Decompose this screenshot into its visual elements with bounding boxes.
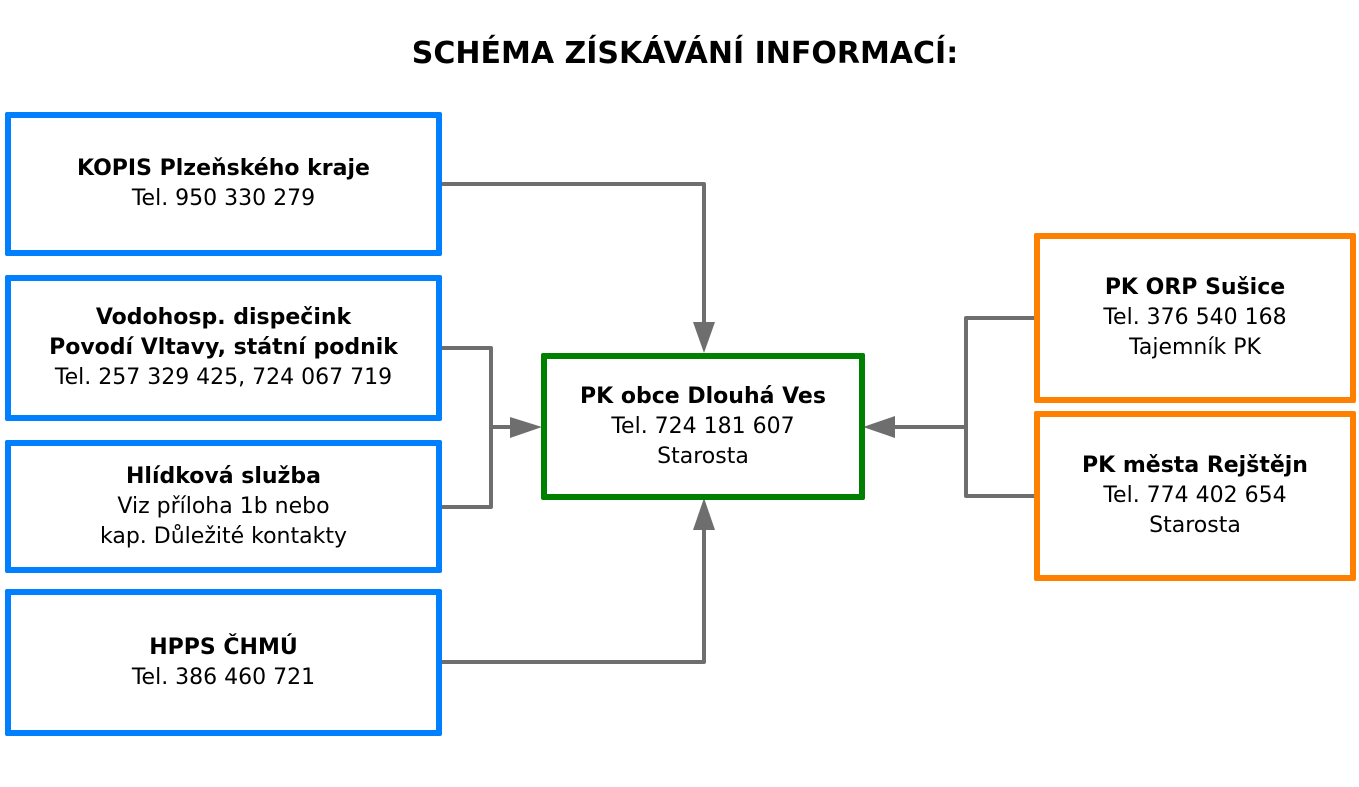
source-phone: Tel. 257 329 425, 724 067 719 [54,365,393,390]
center-role: Starosta [657,443,749,469]
arrowhead-down-icon [693,322,715,353]
diagram-title: SCHÉMA ZÍSKÁVÁNÍ INFORMACÍ: [411,36,959,71]
peer-name: PK ORP Sušice [1104,275,1286,300]
peer-box-orp-susice: PK ORP Sušice Tel. 376 540 168 Tajemník … [1034,233,1356,403]
source-name: KOPIS Plzeňského kraje [77,156,370,181]
source-name: HPPS ČHMÚ [149,634,298,660]
source-name: Vodohosp. dispečink [95,305,352,330]
center-box: PK obce Dlouhá Ves Tel. 724 181 607 Star… [541,353,865,500]
source-box-hpps: HPPS ČHMÚ Tel. 386 460 721 [5,589,442,736]
center-phone: Tel. 724 181 607 [611,413,795,439]
source-name-line2: Povodí Vltavy, státní podnik [49,335,398,360]
peer-role: Tajemník PK [1129,335,1261,360]
source-name: Hlídková služba [126,463,321,489]
peer-box-rejstejn: PK města Rejštějn Tel. 774 402 654 Staro… [1034,411,1356,581]
center-name: PK obce Dlouhá Ves [580,383,826,409]
source-box-hlidkova: Hlídková služba Viz příloha 1b nebo kap.… [5,440,442,573]
connector-hpps-to-center [441,525,706,664]
connector-kopis-to-center [441,182,706,330]
arrowhead-up-icon [693,498,715,530]
connector-peers-bracket [964,316,1037,498]
source-note: kap. Důležité kontakty [100,523,347,549]
peer-phone: Tel. 376 540 168 [1103,305,1287,330]
connector-vodohosp-hlidkova-bracket [441,346,493,509]
source-box-vodohosp: Vodohosp. dispečink Povodí Vltavy, státn… [5,275,442,421]
source-phone: Tel. 386 460 721 [131,664,316,690]
source-phone: Tel. 950 330 279 [131,186,316,211]
peer-role: Starosta [1149,513,1241,538]
arrowhead-right-icon [510,417,542,438]
source-box-kopis: KOPIS Plzeňského kraje Tel. 950 330 279 [5,112,442,256]
peer-name: PK města Rejštějn [1082,453,1308,478]
source-note: Viz příloha 1b nebo [117,493,330,519]
arrowhead-left-icon [863,416,895,438]
peer-phone: Tel. 774 402 654 [1103,483,1287,508]
